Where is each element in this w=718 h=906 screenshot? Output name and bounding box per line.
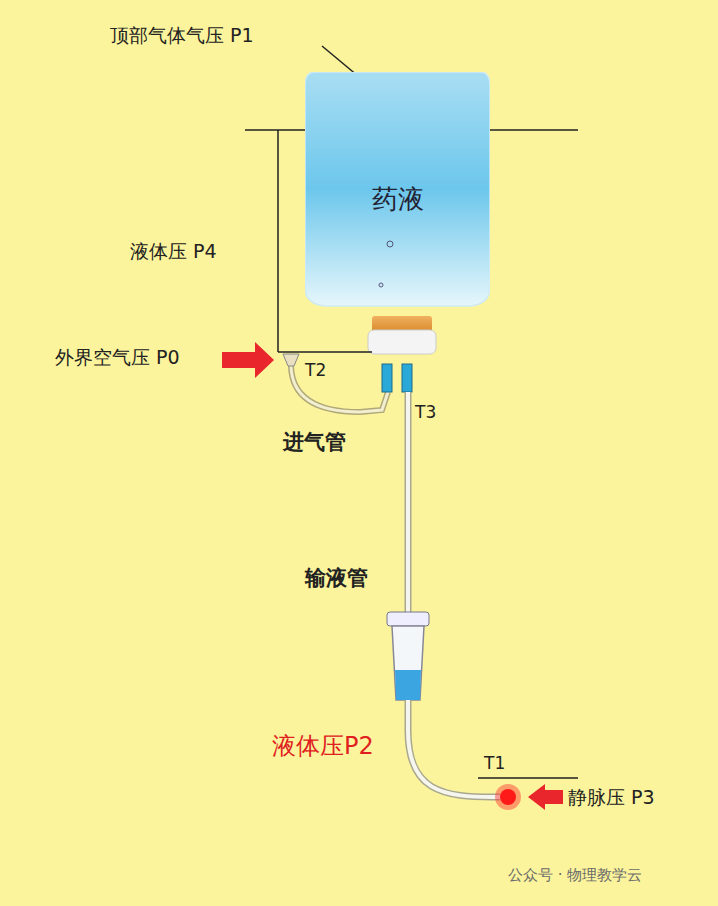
pressure-arrow — [528, 784, 563, 810]
infusion-tube — [408, 700, 500, 797]
part-name: 输液管 — [305, 566, 368, 591]
point-label: T2 — [305, 360, 326, 380]
pressure-label: 液体压P2 — [272, 732, 374, 761]
point-label: T1 — [484, 753, 505, 773]
level-line — [478, 777, 578, 779]
bottle-label: 药液 — [305, 182, 490, 217]
pressure-label: 顶部气体气压 P1 — [110, 24, 254, 47]
drip-chamber-cap — [387, 612, 429, 626]
drip-chamber — [392, 626, 424, 700]
bottle: 药液 — [305, 72, 490, 318]
point-label: T3 — [415, 402, 436, 422]
pressure-label: 静脉压 P3 — [568, 786, 655, 809]
vein-point — [500, 789, 516, 805]
pressure-label: 外界空气压 P0 — [55, 346, 180, 369]
air-filter — [283, 354, 299, 366]
pressure-arrow — [222, 342, 274, 378]
infusion-tube — [406, 392, 410, 615]
watermark: 公众号 · 物理教学云 — [508, 866, 642, 884]
infusion-tube — [405, 392, 412, 615]
drip-liquid — [395, 670, 421, 700]
level-line — [278, 351, 372, 353]
spike — [382, 364, 392, 392]
vein-glow — [495, 784, 521, 810]
height-line — [277, 130, 279, 352]
infusion-tube — [408, 700, 500, 797]
bottle-stopper — [368, 330, 436, 354]
part-name: 进气管 — [283, 430, 346, 455]
pressure-label: 液体压 P4 — [130, 240, 217, 263]
spike — [402, 364, 412, 392]
